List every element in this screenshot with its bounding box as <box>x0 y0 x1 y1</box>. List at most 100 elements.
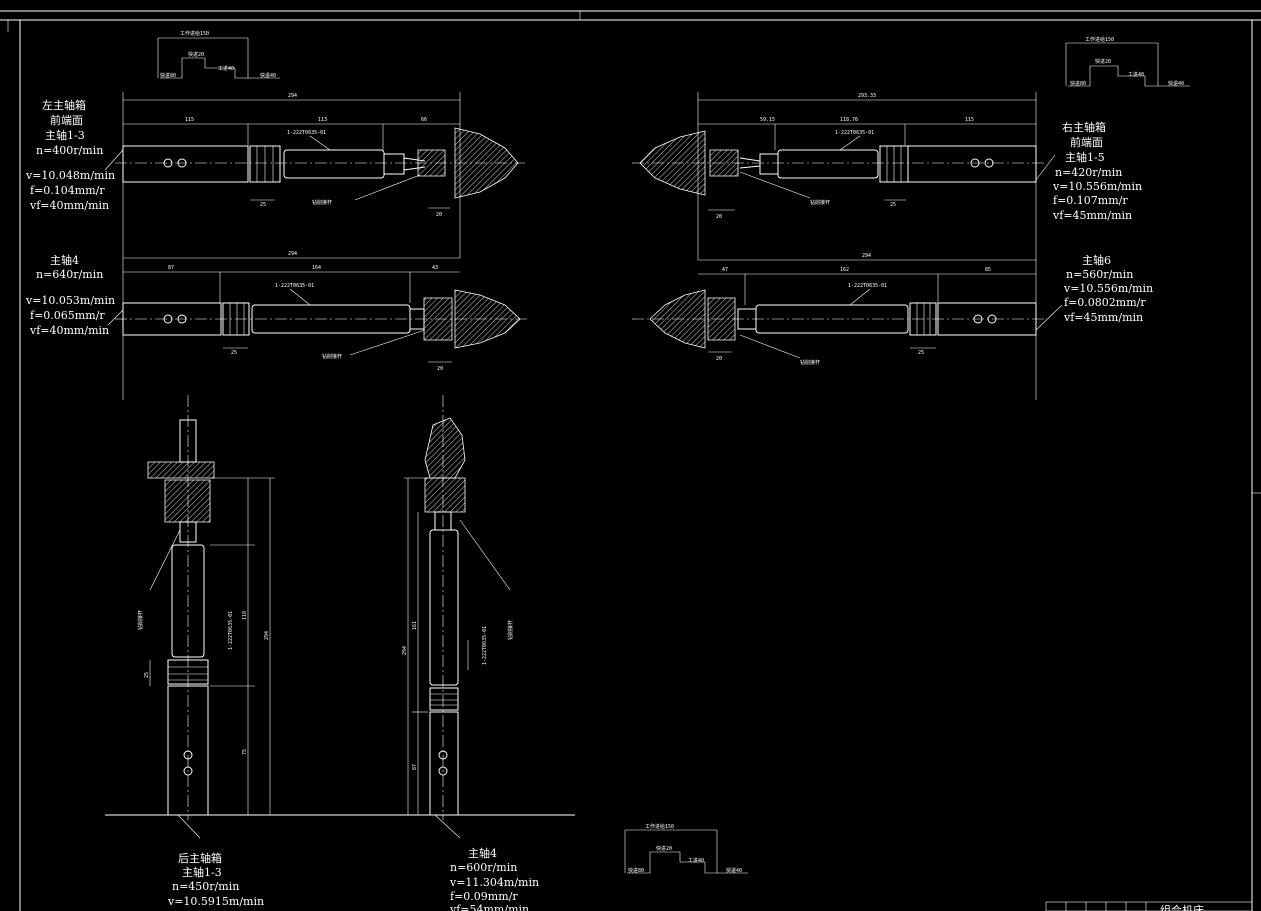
cycle2-top: 工作进给150 <box>1085 36 1114 43</box>
dim-right-e: 20 <box>716 214 722 220</box>
cycle3-top: 工作进给150 <box>645 823 674 830</box>
dim-sp4-e: 20 <box>437 366 443 372</box>
dim-sp4b-total: 294 <box>402 646 408 655</box>
sp4-param-vf: vf=40mm/min <box>29 324 109 337</box>
part-sp4b: 1-222T0635-01 <box>482 626 488 665</box>
cycle-diagram-1: 工作进给150 快进20 工进40 快进80 快退40 <box>157 30 280 79</box>
dim-sp4-b: 164 <box>312 265 321 271</box>
cycle3-mid1: 快进20 <box>656 845 672 852</box>
dim-sp4-total: 294 <box>288 251 297 257</box>
right-param-n: n=420r/min <box>1055 166 1122 179</box>
part-sp4: 1-222T0635-01 <box>275 283 314 289</box>
sp6-param-vf: vf=45mm/min <box>1063 311 1143 324</box>
dim-sp6-e: 20 <box>716 356 722 362</box>
cycle3-left: 快进80 <box>628 867 644 874</box>
sp6-param-v: v=10.556m/min <box>1063 282 1153 295</box>
cycle2-right: 快退40 <box>1168 80 1184 87</box>
sp6-param-f: f=0.0802mm/r <box>1064 296 1146 309</box>
cycle1-mid2: 工进40 <box>218 65 234 72</box>
dim-rear-total: 294 <box>264 631 270 640</box>
rear-title-2: 主轴1-3 <box>182 865 222 879</box>
dim-right-c: 59.15 <box>760 117 775 123</box>
left-title-3: 主轴1-3 <box>45 128 85 142</box>
sp6-param-n: n=560r/min <box>1066 268 1133 281</box>
left-param-f: f=0.104mm/r <box>30 184 105 197</box>
right-title-3: 主轴1-5 <box>1065 150 1105 164</box>
part-rear: 1-222T0635-01 <box>228 611 234 650</box>
dim-rear-c: 25 <box>144 672 150 678</box>
dim-sp4-a: 87 <box>168 265 174 271</box>
callout-sp4: 钻削接杆 <box>322 353 342 360</box>
dim-sp6-b: 162 <box>840 267 849 273</box>
dim-sp6-total: 294 <box>862 253 871 259</box>
right-title-2: 前端面 <box>1070 135 1103 149</box>
right-param-vf: vf=45mm/min <box>1052 209 1132 222</box>
title-block: 组合机床 <box>1045 901 1253 911</box>
view-spindle4-bottom: 294 161 87 1-222T0635-01 钻削接杆 主轴4 n=600r… <box>402 395 539 911</box>
sp4b-param-v: v=11.304m/min <box>449 876 539 889</box>
callout-sp4b: 钻削接杆 <box>507 620 514 640</box>
dim-left-b: 113 <box>318 117 327 123</box>
dim-sp4-d: 25 <box>231 350 237 356</box>
cycle1-left: 快进80 <box>160 72 176 79</box>
rear-param-v: v=10.5915m/min <box>167 895 264 908</box>
callout-left: 钻削接杆 <box>312 199 332 206</box>
sp4-param-f: f=0.065mm/r <box>30 309 105 322</box>
view-rear-spindle: 294 118 75 25 1-222T0635-01 钻削接杆 后主轴箱 主轴… <box>105 395 575 908</box>
left-param-v: v=10.048m/min <box>25 169 115 182</box>
dim-sp4b-a: 161 <box>412 621 418 630</box>
right-param-f: f=0.107mm/r <box>1053 194 1128 207</box>
callout-rear: 钻削接杆 <box>137 610 144 630</box>
dim-left-e: 20 <box>436 212 442 218</box>
cycle1-top: 工作进给150 <box>180 30 209 37</box>
sp4-param-n: n=640r/min <box>36 268 103 281</box>
dim-left-d: 25 <box>260 202 266 208</box>
dim-right-b: 115 <box>965 117 974 123</box>
dim-left-a: 115 <box>185 117 194 123</box>
cycle2-mid1: 快进20 <box>1095 58 1111 65</box>
rear-param-n: n=450r/min <box>172 880 239 893</box>
view-spindle4-top: 294 87 164 43 1-222T0635-01 25 20 钻削接杆 主… <box>25 251 530 372</box>
rear-title-1: 后主轴箱 <box>178 851 222 865</box>
dim-right-a: 118.76 <box>840 117 858 123</box>
dim-sp4-c: 43 <box>432 265 438 271</box>
cycle-diagram-2: 工作进给150 快进20 工进40 快进80 快退40 <box>1065 36 1190 87</box>
cycle2-left: 快进80 <box>1070 80 1086 87</box>
dim-sp6-c: 85 <box>985 267 991 273</box>
view-left-spindle: 294 115 113 66 1-222T0635-01 25 20 钻削接杆 … <box>25 92 525 400</box>
cycle3-mid2: 工进40 <box>688 857 704 864</box>
left-title-1: 左主轴箱 <box>42 98 86 112</box>
sp4-title: 主轴4 <box>50 253 79 267</box>
sp4b-param-vf: vf=54mm/min <box>449 903 529 911</box>
callout-right: 钻削接杆 <box>810 199 830 206</box>
left-title-2: 前端面 <box>50 113 83 127</box>
dim-left-c: 66 <box>421 117 427 123</box>
cycle2-mid2: 工进40 <box>1128 71 1144 78</box>
cycle1-right: 快退40 <box>260 72 276 79</box>
left-param-vf: vf=40mm/min <box>29 199 109 212</box>
right-param-v: v=10.556m/min <box>1052 180 1142 193</box>
dim-right-total: 293.33 <box>858 93 876 99</box>
left-param-n: n=400r/min <box>36 144 103 157</box>
dim-sp4b-b: 87 <box>412 764 418 770</box>
cycle1-mid1: 快进20 <box>188 51 204 58</box>
dim-left-total: 294 <box>288 93 297 99</box>
cycle3-right: 快退40 <box>726 867 742 874</box>
dim-rear-b: 75 <box>242 749 248 755</box>
sp4b-title: 主轴4 <box>468 846 497 860</box>
sheet-border <box>0 10 1261 911</box>
right-title-1: 右主轴箱 <box>1062 120 1106 134</box>
part-sp6: 1-222T0635-01 <box>848 283 887 289</box>
callout-sp6: 钻削接杆 <box>800 359 820 366</box>
sp4b-param-f: f=0.09mm/r <box>450 890 518 903</box>
title-block-text: 组合机床 <box>1160 903 1204 911</box>
sp6-title: 主轴6 <box>1082 253 1111 267</box>
part-left: 1-222T0635-01 <box>287 130 326 136</box>
view-spindle6: 294 47 162 85 1-222T0635-01 25 20 钻削接杆 主… <box>632 253 1153 366</box>
dim-sp6-a: 47 <box>722 267 728 273</box>
cycle-diagram-3: 工作进给150 快进20 工进40 快进80 快退40 <box>624 823 748 874</box>
dim-right-d: 25 <box>890 202 896 208</box>
sp4-param-v: v=10.053m/min <box>25 294 115 307</box>
